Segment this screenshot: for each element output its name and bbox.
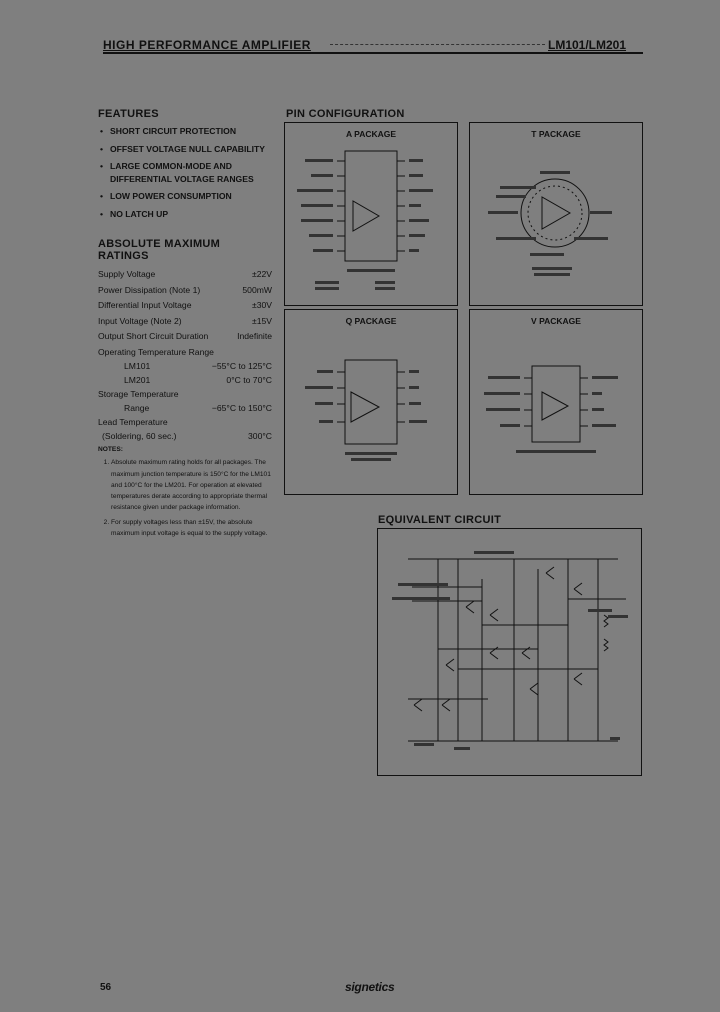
- rating-row: Operating Temperature Range: [98, 345, 272, 359]
- feature-item: SHORT CIRCUIT PROTECTION: [98, 125, 278, 138]
- part-numbers: LM101/LM201: [548, 38, 627, 52]
- rating-row: Storage Temperature: [98, 387, 272, 401]
- v-package-title: V PACKAGE: [531, 316, 581, 326]
- t-package-panel: T PACKAGE: [469, 122, 643, 306]
- rating-label: Range: [124, 402, 150, 413]
- q-package-title: Q PACKAGE: [345, 316, 397, 326]
- rating-value: ±22V: [251, 269, 272, 279]
- rating-row: Power Dissipation (Note 1) 500mW: [98, 283, 272, 299]
- q-package-diagram: [305, 359, 427, 461]
- rating-row: (Soldering, 60 sec.) 300°C: [98, 429, 272, 443]
- rating-row: Input Voltage (Note 2) ±15V: [98, 314, 272, 330]
- feature-item: OFFSET VOLTAGE NULL CAPABILITY: [98, 143, 278, 156]
- rating-label: LM101: [124, 360, 151, 371]
- header-dot-leader: [330, 44, 545, 45]
- rating-row: Output Short Circuit Duration Indefinite: [98, 329, 272, 345]
- rating-value: 500mW: [242, 284, 272, 295]
- rating-row: LM201 0°C to 70°C: [98, 373, 272, 387]
- rating-label: Input Voltage (Note 2): [98, 315, 182, 326]
- document-title: HIGH PERFORMANCE AMPLIFIER: [103, 38, 311, 52]
- note-item: For supply voltages less than ±15V, the …: [111, 517, 274, 540]
- features-list: SHORT CIRCUIT PROTECTION OFFSET VOLTAGE …: [98, 125, 278, 220]
- rating-value: 300°C: [248, 430, 272, 441]
- rating-label: Differential Input Voltage: [98, 300, 192, 311]
- ratings-table: Supply Voltage ±22V Power Dissipation (No…: [98, 267, 272, 443]
- feature-item: LARGE COMMON-MODE AND DIFFERENTIAL VOLTA…: [98, 160, 278, 185]
- a-package-title: A PACKAGE: [345, 129, 397, 139]
- features-section: FEATURES SHORT CIRCUIT PROTECTION OFFSET…: [98, 108, 278, 225]
- feature-item: LOW POWER CONSUMPTION: [98, 190, 278, 203]
- notes-heading: NOTES:: [98, 446, 123, 453]
- rating-row: Supply Voltage ±22V: [98, 267, 272, 283]
- a-package-panel: A PACKAGE: [284, 122, 458, 306]
- rating-label: Lead Temperature: [98, 416, 168, 427]
- rating-label: Operating Temperature Range: [98, 346, 214, 357]
- v-package-diagram: [484, 365, 618, 453]
- signetics-logo: signetics: [345, 980, 395, 994]
- equivalent-circuit-panel: [377, 528, 642, 776]
- rating-value: 0°C to 70°C: [226, 374, 272, 385]
- header-rule: [103, 52, 643, 54]
- a-package-diagram: [297, 150, 433, 290]
- ratings-section: ABSOLUTE MAXIMUM RATINGS Supply Voltage ±…: [98, 238, 272, 443]
- rating-row: Range −65°C to 150°C: [98, 401, 272, 415]
- rating-value: −55°C to 125°C: [211, 360, 272, 371]
- ratings-heading: ABSOLUTE MAXIMUM RATINGS: [98, 238, 221, 262]
- rating-row: Differential Input Voltage ±30V: [98, 298, 272, 314]
- note-item: Absolute maximum rating holds for all pa…: [111, 457, 274, 513]
- rating-label: (Soldering, 60 sec.): [102, 430, 177, 441]
- equivalent-circuit-diagram: [392, 551, 628, 750]
- rating-label: Output Short Circuit Duration: [98, 331, 209, 342]
- t-package-title: T PACKAGE: [531, 129, 581, 139]
- rating-row: Lead Temperature: [98, 415, 272, 429]
- rating-value: −65°C to 150°C: [211, 402, 272, 413]
- rating-value: ±15V: [251, 315, 272, 326]
- notes-list: Absolute maximum rating holds for all pa…: [98, 457, 274, 539]
- notes-section: NOTES: Absolute maximum rating holds for…: [98, 444, 274, 542]
- pin-config-heading: PIN CONFIGURATION: [286, 108, 405, 120]
- rating-label: Power Dissipation (Note 1): [98, 284, 201, 295]
- rating-label: LM201: [124, 374, 151, 385]
- t-package-diagram: [488, 171, 612, 276]
- rating-value: Indefinite: [237, 331, 272, 342]
- feature-item: NO LATCH UP: [98, 208, 278, 221]
- page-number: 56: [100, 982, 112, 993]
- rating-row: LM101 −55°C to 125°C: [98, 359, 272, 373]
- equivalent-circuit-heading: EQUIVALENT CIRCUIT: [378, 514, 502, 526]
- rating-value: ±30V: [251, 300, 272, 311]
- q-package-panel: Q PACKAGE: [284, 309, 458, 495]
- v-package-panel: V PACKAGE: [469, 309, 643, 495]
- rating-label: Storage Temperature: [98, 388, 179, 399]
- features-heading: FEATURES: [98, 108, 159, 120]
- rating-label: Supply Voltage: [98, 269, 156, 279]
